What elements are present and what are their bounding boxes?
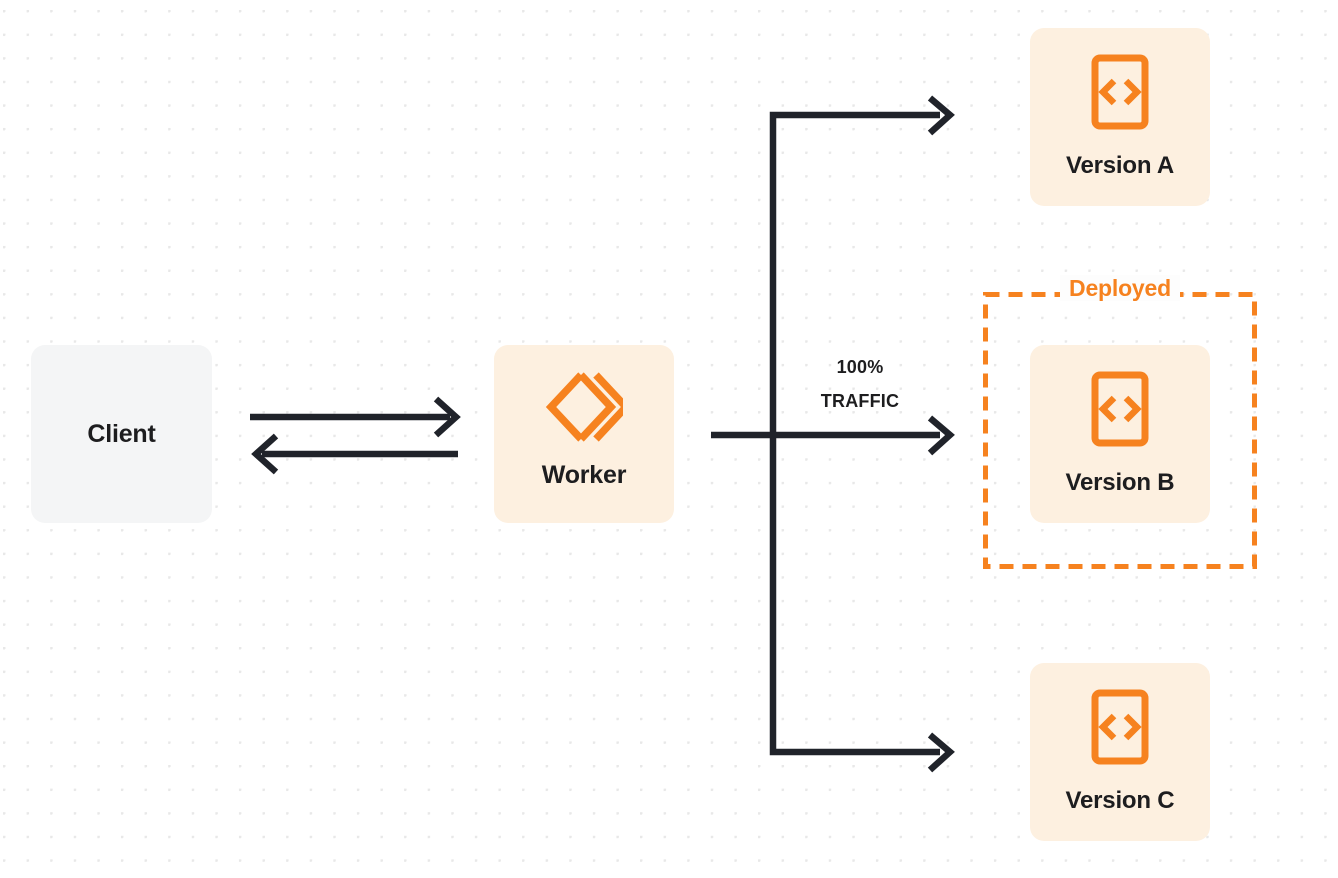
client-node[interactable]: Client: [31, 345, 212, 523]
version-c-label: Version C: [1065, 787, 1175, 814]
code-document-icon: [1090, 371, 1150, 447]
deployed-group-label: Deployed: [983, 275, 1257, 302]
arrow-client-to-worker: [250, 396, 461, 438]
version-a-node[interactable]: Version A: [1030, 28, 1210, 206]
worker-label: Worker: [541, 461, 627, 489]
traffic-unit: TRAFFIC: [820, 391, 900, 412]
cloudflare-workers-logo-icon: [545, 371, 623, 443]
version-b-label: Version B: [1065, 469, 1175, 496]
traffic-label: 100% TRAFFIC: [790, 350, 930, 418]
worker-node[interactable]: Worker: [494, 345, 674, 523]
arrow-worker-to-version-c: [769, 440, 955, 773]
code-document-icon: [1090, 54, 1150, 130]
arrow-worker-to-version-b: [711, 415, 955, 456]
version-b-node[interactable]: Version B: [1030, 345, 1210, 523]
arrow-worker-to-client: [251, 433, 458, 475]
version-a-label: Version A: [1065, 152, 1175, 179]
client-label: Client: [87, 419, 156, 448]
version-c-node[interactable]: Version C: [1030, 663, 1210, 841]
code-document-icon: [1090, 689, 1150, 765]
traffic-percent: 100%: [836, 357, 884, 377]
